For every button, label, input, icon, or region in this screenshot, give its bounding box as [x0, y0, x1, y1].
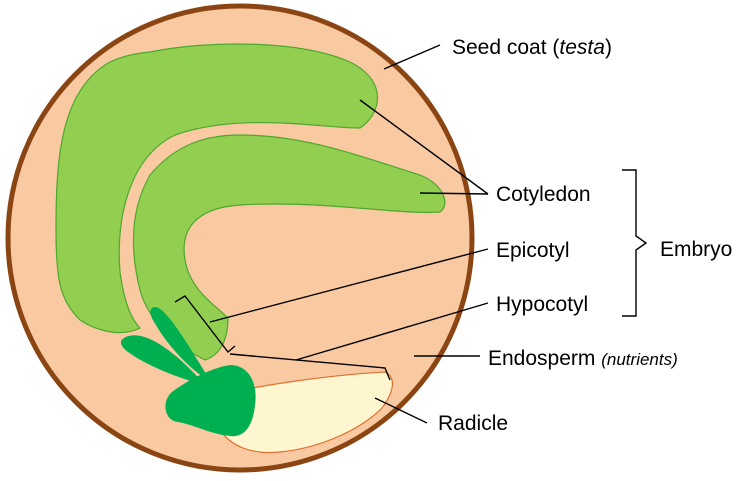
radicle-label: Radicle: [438, 412, 508, 435]
epicotyl-label: Epicotyl: [496, 239, 570, 262]
seed-coat-leader: [384, 45, 440, 69]
endosperm-label: Endosperm (nutrients): [488, 347, 678, 370]
hypocotyl-label: Hypocotyl: [496, 293, 588, 316]
embryo-label: Embryo: [660, 238, 732, 261]
embryo-bracket: [622, 170, 646, 316]
seed-coat-label: Seed coat (testa): [452, 36, 612, 59]
cotyledon-leader-lower: [420, 193, 488, 194]
cotyledon-label: Cotyledon: [496, 183, 591, 206]
